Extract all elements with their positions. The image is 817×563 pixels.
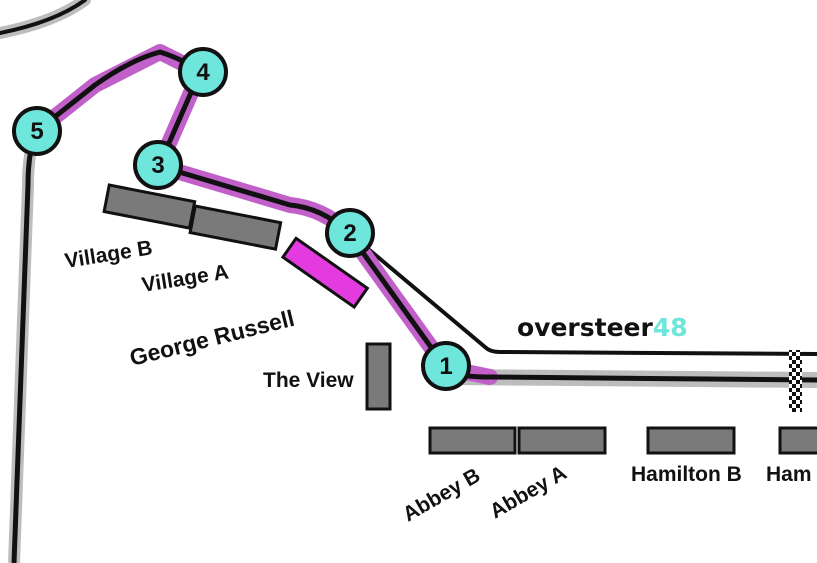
grandstand-the-view: [365, 342, 392, 411]
grandstand-village-b: [102, 183, 197, 230]
label-hamilton-b: Hamilton B: [631, 463, 742, 486]
label-hamilton-a-partial: Ham: [766, 463, 812, 486]
svg-text:2: 2: [343, 220, 356, 247]
label-abbey-b: Abbey B: [399, 464, 484, 527]
brand-number: 48: [653, 313, 688, 342]
racing-line: [11, 49, 817, 563]
svg-text:1: 1: [439, 353, 452, 380]
label-village-a: Village A: [140, 261, 230, 297]
svg-text:3: 3: [151, 152, 164, 179]
grandstand-abbey-a: [517, 426, 607, 455]
grandstand-hamilton-b: [646, 426, 736, 455]
label-village-b: Village B: [63, 236, 154, 273]
turn-marker-5: 5: [12, 106, 62, 156]
label-abbey-a: Abbey A: [486, 461, 571, 523]
turn-marker-2: 2: [325, 208, 375, 258]
brand-name: oversteer: [517, 313, 653, 342]
brand-logo: oversteer48: [517, 313, 688, 342]
turn-marker-3: 3: [133, 140, 183, 190]
grandstand-hamilton-a: [778, 426, 817, 455]
svg-text:5: 5: [30, 118, 43, 145]
turn-marker-4: 4: [178, 47, 228, 97]
grandstand-village-a: [188, 204, 283, 251]
checkered-flag-icon: [789, 350, 802, 412]
svg-text:4: 4: [196, 59, 210, 86]
pit-lane: [346, 230, 817, 356]
label-george-russell: George Russell: [127, 305, 297, 371]
label-the-view: The View: [263, 369, 354, 392]
grandstand-george-russell: [280, 236, 370, 310]
track-segment-top-left: [0, 0, 91, 39]
turn-marker-1: 1: [421, 341, 471, 391]
grandstand-abbey-b: [428, 426, 517, 455]
